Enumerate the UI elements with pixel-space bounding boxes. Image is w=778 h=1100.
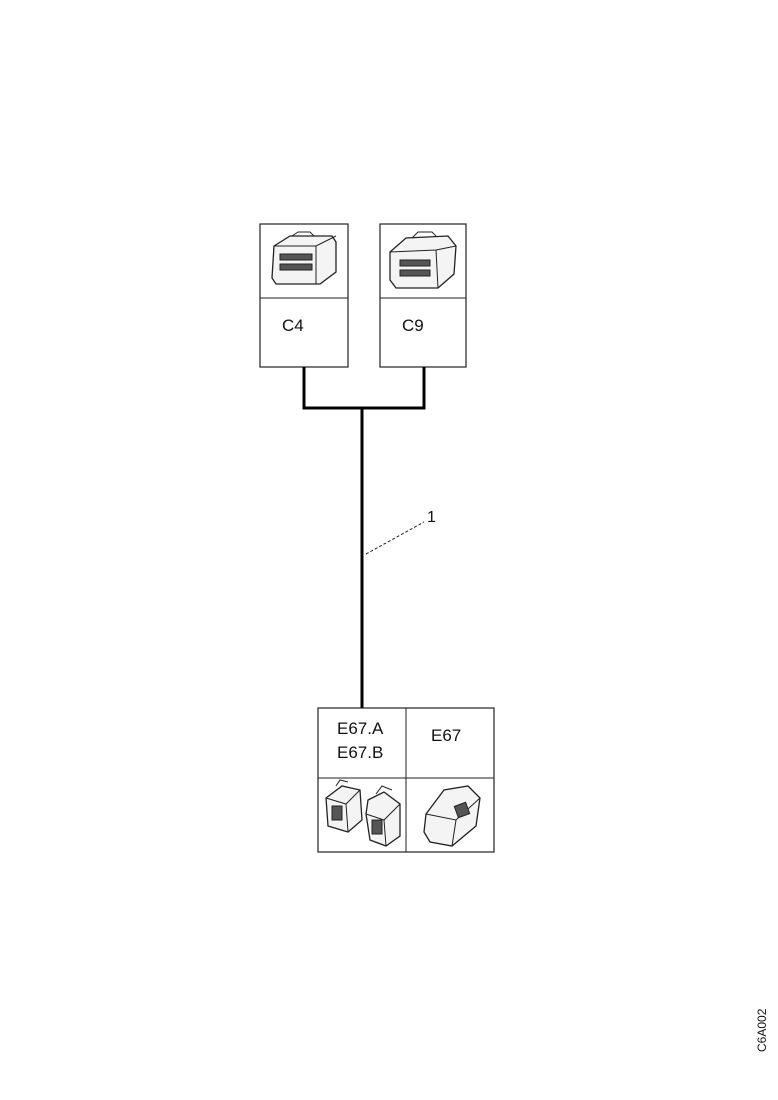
- connector-e67-group: E67.A E67.B E67: [317, 707, 495, 853]
- harness-callout: 1: [365, 509, 436, 555]
- connector-e67b-label: E67.B: [337, 743, 383, 762]
- connector-c4-label: C4: [282, 316, 304, 335]
- harness-branch: [302, 367, 426, 410]
- connector-c9: C9: [379, 223, 467, 368]
- harness-wiring: [302, 367, 426, 708]
- connector-e67-label: E67: [431, 726, 461, 745]
- connector-icon: [271, 231, 337, 285]
- callout-number: 1: [427, 509, 436, 526]
- connector-icon: [389, 231, 457, 289]
- reference-code: C6A002: [755, 1008, 769, 1052]
- connector-pair-icon: [325, 779, 401, 847]
- connector-c9-label: C9: [402, 316, 424, 335]
- connector-c4: C4: [259, 223, 349, 368]
- connector-e67a-label: E67.A: [337, 719, 384, 738]
- connector-icon: [423, 785, 481, 847]
- callout-leader-line: [365, 521, 425, 555]
